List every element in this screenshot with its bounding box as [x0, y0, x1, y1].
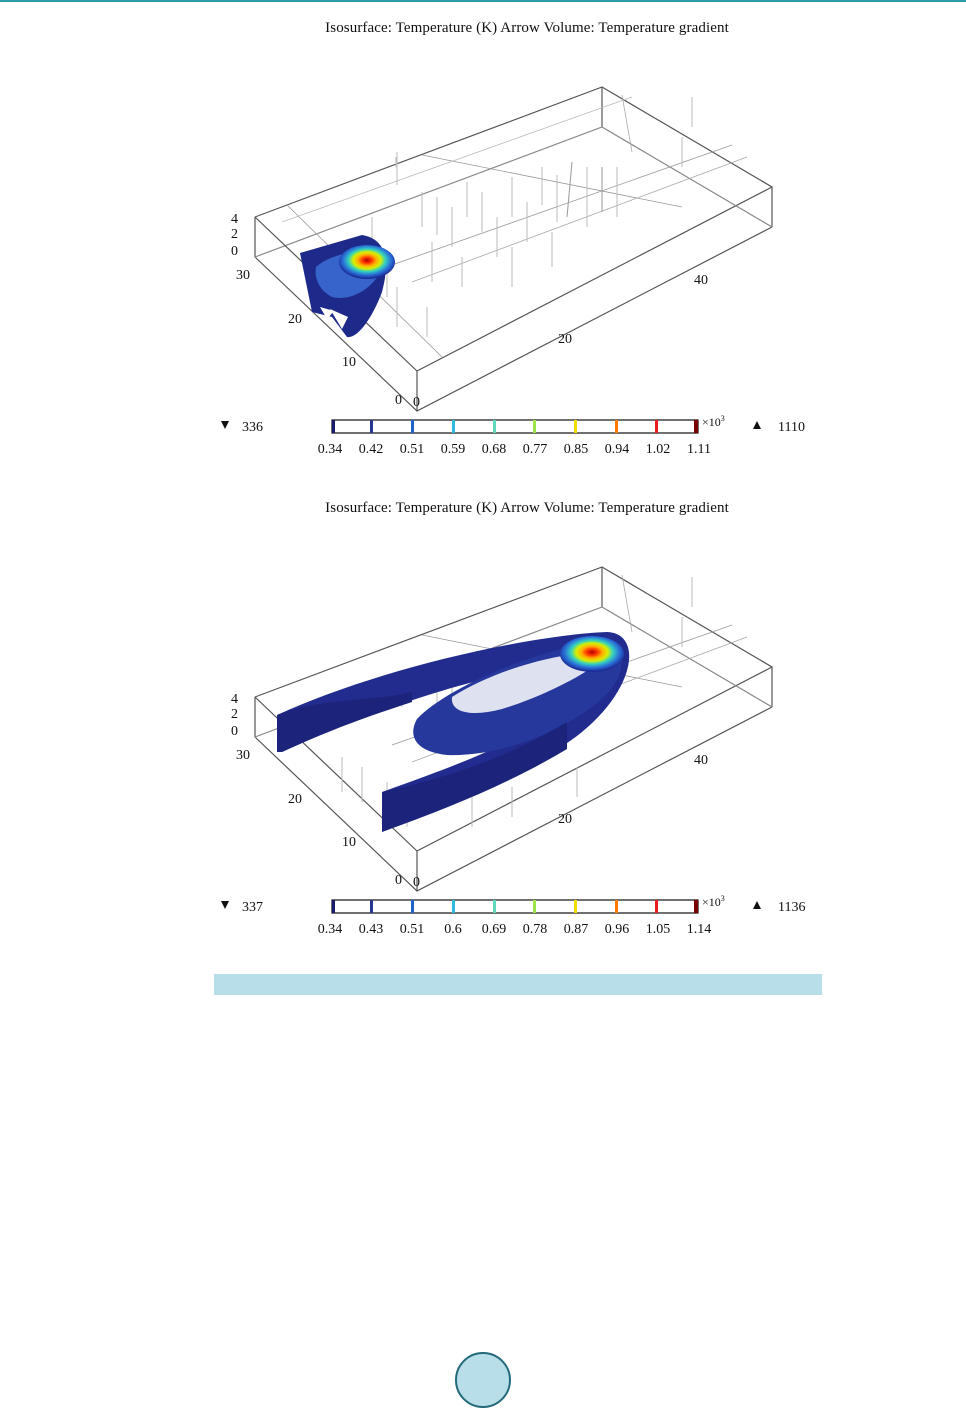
figure-2-colorbar-tick: 0.69	[481, 922, 507, 937]
figure-2-colorbar-tick: 0.78	[522, 922, 548, 937]
figure-2-colorbar-tick: 0.43	[358, 922, 384, 937]
figure-1-colorbar-tick: 0.85	[563, 442, 589, 457]
figure-2-colorbar-tick: 0.34	[317, 922, 343, 937]
figure-2-y-tick: 0	[395, 873, 402, 888]
figure-1-colorbar-multiplier: ×103	[702, 413, 725, 428]
figure-2-y-tick: 20	[288, 792, 302, 807]
figure-1-y-tick: 20	[288, 312, 302, 327]
figure-1-z-tick: 0	[231, 244, 238, 259]
figure-1-x-tick: 0	[413, 395, 420, 410]
figure-1-y-tick: 30	[236, 268, 250, 283]
figure-2-title: Isosurface: Temperature (K) Arrow Volume…	[325, 500, 729, 516]
figure-1-colorbar-tick: 1.11	[687, 442, 711, 457]
figure-2: Isosurface: Temperature (K) Arrow Volume…	[212, 497, 822, 937]
figure-1-arrow-field	[341, 97, 693, 337]
figure-1-y-tick: 0	[395, 393, 402, 408]
figure-2-colorbar-tick: 0.6	[444, 922, 462, 937]
figure-2-max-label: 1136	[778, 900, 806, 915]
figure-1-title: Isosurface: Temperature (K) Arrow Volume…	[325, 20, 729, 36]
figure-1-colorbar-tick: 0.77	[522, 442, 548, 457]
figure-1-max-label: 1110	[778, 420, 805, 435]
page-number-badge	[455, 1352, 511, 1408]
figure-1-multiplier-base: ×10	[702, 415, 721, 429]
figure-1-multiplier-exponent: 3	[720, 414, 725, 423]
figure-1-z-tick: 4	[231, 212, 238, 227]
figure-2-y-tick: 30	[236, 748, 250, 763]
figure-2-colorbar-multiplier: ×103	[702, 893, 725, 908]
figure-1-colorbar-tick: 1.02	[645, 442, 671, 457]
figure-2-plot	[221, 566, 774, 914]
figure-2-colorbar	[331, 899, 699, 914]
figure-2-multiplier-exponent: 3	[720, 894, 725, 903]
figure-2-z-tick: 4	[231, 692, 238, 707]
figure-2-colorbar-tick: 0.87	[563, 922, 589, 937]
figure-1-z-tick: 2	[231, 227, 238, 242]
figure-1-temperature-isosurface	[300, 235, 395, 338]
figure-1: Isosurface: Temperature (K) Arrow Volume…	[212, 17, 822, 457]
figure-2-x-tick: 40	[694, 753, 708, 768]
figure-1-min-label: 336	[242, 420, 263, 435]
figure-1-min-marker	[221, 421, 229, 429]
figure-1-colorbar-tick: 0.51	[399, 442, 425, 457]
figure-caption-bar	[214, 974, 822, 995]
figure-2-multiplier-base: ×10	[702, 895, 721, 909]
figure-2-temperature-isosurface	[277, 632, 630, 832]
top-rule	[0, 0, 966, 2]
figure-1-x-tick: 20	[558, 332, 572, 347]
figure-2-min-label: 337	[242, 900, 263, 915]
figure-2-z-tick: 0	[231, 724, 238, 739]
figure-2-min-marker	[221, 901, 229, 909]
figure-2-colorbar-tick: 0.96	[604, 922, 630, 937]
figure-1-colorbar-tick: 0.94	[604, 442, 630, 457]
figure-2-x-tick: 0	[413, 875, 420, 890]
figure-1-colorbar-tick: 0.34	[317, 442, 343, 457]
figure-1-y-tick: 10	[342, 355, 356, 370]
figure-2-colorbar-tick: 1.05	[645, 922, 671, 937]
figure-2-x-tick: 20	[558, 812, 572, 827]
figure-1-colorbar-tick: 0.59	[440, 442, 466, 457]
figure-2-max-marker	[753, 901, 761, 909]
figure-1-plot	[221, 86, 774, 434]
figure-1-colorbar	[331, 419, 699, 434]
figure-2-colorbar-tick: 1.14	[686, 922, 712, 937]
figure-2-colorbar-tick: 0.51	[399, 922, 425, 937]
figure-1-max-marker	[753, 421, 761, 429]
figure-1-colorbar-tick: 0.42	[358, 442, 384, 457]
figure-2-z-tick: 2	[231, 707, 238, 722]
figure-1-x-tick: 40	[694, 273, 708, 288]
figure-2-y-tick: 10	[342, 835, 356, 850]
figure-1-colorbar-tick: 0.68	[481, 442, 507, 457]
